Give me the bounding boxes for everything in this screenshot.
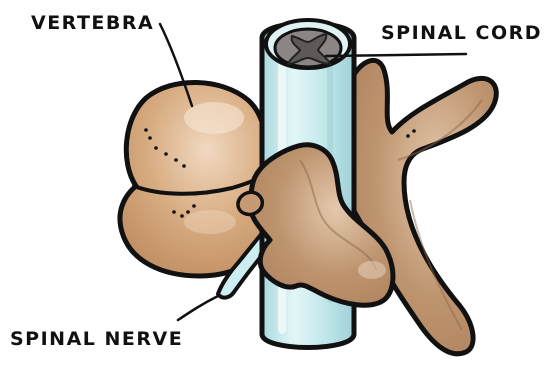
spinous-process [346,60,496,353]
spinal-nerve-leader-line [178,296,218,320]
label-spinal-cord: SPINAL CORD [381,22,542,44]
label-spinal-nerve: SPINAL NERVE [10,328,183,350]
label-vertebra: VERTEBRA [31,12,154,34]
